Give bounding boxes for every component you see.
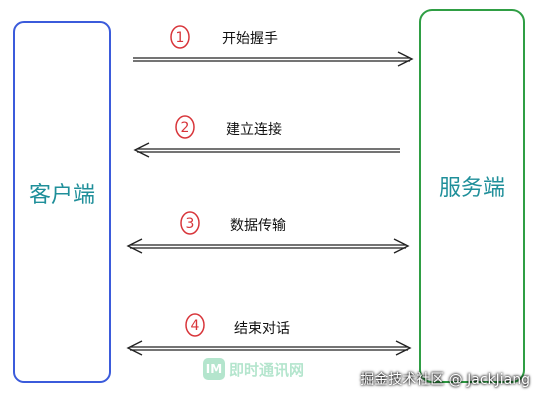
- server-box: [419, 9, 525, 383]
- step-3-arrowhead-left: [126, 238, 143, 254]
- step-3: 3 数据传输: [126, 211, 410, 254]
- step-4: 4 结束对话: [126, 313, 412, 356]
- step-2: 2 建立连接: [133, 115, 400, 158]
- step-2-label: 建立连接: [226, 121, 282, 138]
- step-4-number: 4: [191, 318, 200, 334]
- step-3-label: 数据传输: [230, 218, 286, 234]
- step-2-circle: [175, 115, 195, 139]
- step-1-label: 开始握手: [222, 31, 278, 47]
- step-1-number: 1: [176, 30, 185, 46]
- step-2-number: 2: [181, 120, 190, 136]
- step-1-circle: [170, 25, 190, 49]
- step-1: 1 开始握手: [133, 25, 414, 67]
- watermark-logo-text: 即时通讯网: [229, 360, 305, 379]
- step-4-label: 结束对话: [234, 321, 290, 337]
- step-4-arrowhead-left: [126, 340, 143, 356]
- server-label: 服务端: [439, 176, 505, 201]
- step-3-arrowhead-right: [393, 238, 410, 254]
- watermark-logo-icon: IM: [203, 358, 225, 380]
- watermark-credit: 掘金技术社区 @ JackJiang: [360, 372, 530, 388]
- step-3-circle: [180, 211, 200, 235]
- watermark-logo: IM 即时通讯网: [203, 358, 304, 380]
- step-4-circle: [185, 313, 205, 337]
- client-box: [13, 21, 111, 383]
- step-4-arrowhead-right: [395, 340, 412, 356]
- step-2-arrowhead: [133, 142, 150, 158]
- client-label: 客户端: [29, 183, 95, 208]
- step-1-arrowhead: [397, 51, 414, 67]
- step-3-number: 3: [186, 216, 195, 232]
